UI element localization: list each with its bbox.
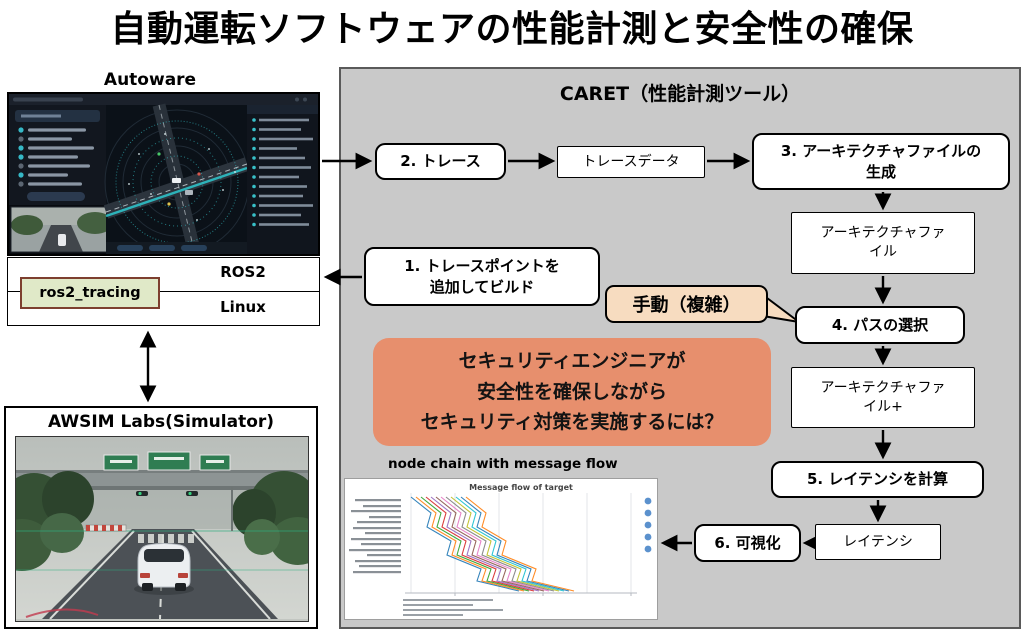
step4-path-selection: 4. パスの選択 <box>795 306 965 344</box>
awsim-panel: AWSIM Labs(Simulator) <box>4 406 318 629</box>
camera-view-thumbnail <box>10 206 113 253</box>
awsim-title: AWSIM Labs(Simulator) <box>47 412 275 432</box>
linux-label: Linux <box>220 298 266 316</box>
manual-complex-bubble: 手動（複雑） <box>605 285 768 323</box>
step6-visualize: 6. 可視化 <box>694 524 801 562</box>
simulator-image <box>16 437 308 620</box>
annotation-lines <box>403 599 503 616</box>
caret-panel-title: CARET（性能計測ツール） <box>559 83 801 105</box>
step2-trace: 2. トレース <box>375 143 506 180</box>
traffic-barrier <box>85 524 127 532</box>
latency-box: レイテンシ <box>815 524 941 560</box>
chart-title: Message flow of target <box>469 483 573 492</box>
message-flow-plot: Message flow of target <box>345 479 657 618</box>
step5-calc-latency: 5. レイテンシを計算 <box>771 461 984 498</box>
y-axis-labels <box>349 499 401 574</box>
page-title: 自動運転ソフトウェアの性能計測と安全性の確保 <box>110 9 914 50</box>
stack-divider <box>8 291 319 292</box>
autoware-title: Autoware <box>103 70 197 90</box>
plot-toolbar-icons <box>644 497 652 553</box>
flow-lines <box>410 496 575 592</box>
ros2-label: ROS2 <box>220 263 266 281</box>
white-car <box>134 543 194 595</box>
step1-add-tracepoints-build: 1. トレースポイントを 追加してビルド <box>364 247 600 306</box>
autoware-sidebar <box>9 105 106 205</box>
message-flow-chart: Message flow of target <box>344 478 658 620</box>
security-question-box: セキュリティエンジニアが 安全性を確保しながら セキュリティ対策を実施するには？ <box>373 338 771 446</box>
autoware-ui-image <box>9 94 318 254</box>
chart-caption: node chain with message flow <box>388 456 618 472</box>
ros2-tracing-box: ros2_tracing <box>20 277 160 309</box>
node-tree-panel <box>247 105 318 254</box>
map-view <box>103 103 250 254</box>
step3-generate-arch-file: 3. アーキテクチャファイルの 生成 <box>752 133 1010 190</box>
trace-data-box: トレースデータ <box>557 146 705 178</box>
arch-file-box: アーキテクチャファ イル <box>791 212 975 274</box>
arch-file-plus-box: アーキテクチャファ イル+ <box>791 367 975 428</box>
autoware-screenshot <box>7 92 320 256</box>
awsim-screenshot <box>15 436 309 622</box>
